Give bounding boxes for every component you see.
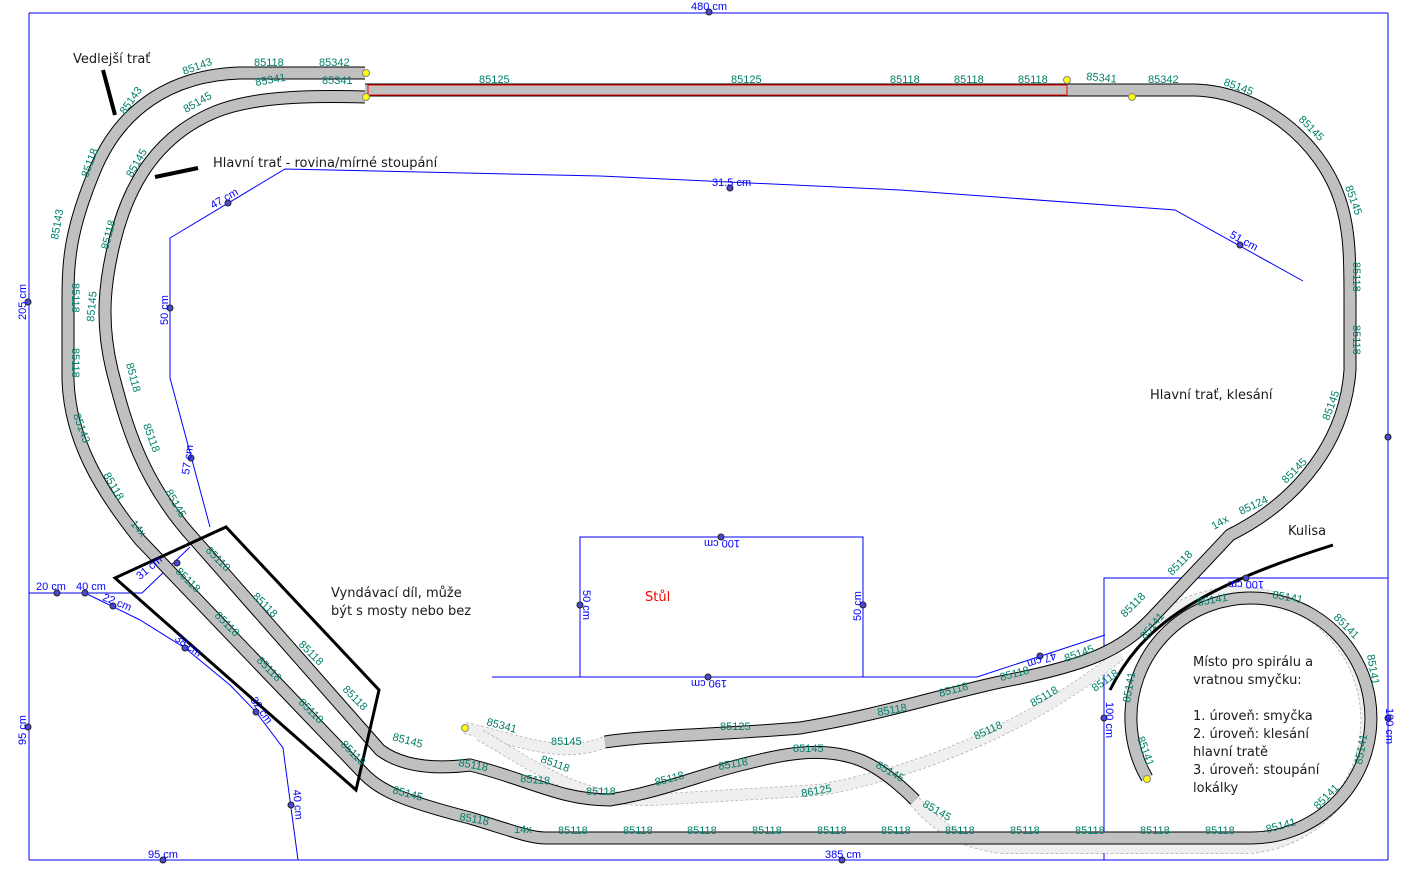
note-spiral-4: hlavní tratě bbox=[1193, 745, 1268, 760]
track-part-label: 85342 bbox=[1148, 74, 1179, 86]
note-spiral-2: 1. úroveň: smyčka bbox=[1193, 709, 1313, 724]
track-part-label: 85118 bbox=[69, 348, 81, 378]
note-spiral-5: 3. úroveň: stoupání bbox=[1193, 763, 1320, 778]
note-removable-1: Vyndávací díl, může bbox=[331, 586, 462, 601]
track-part-label: 85141 bbox=[1196, 592, 1228, 609]
note-main-descent: Hlavní trať, klesání bbox=[1150, 388, 1273, 403]
dim-inner-50: 50 cm bbox=[159, 295, 171, 325]
track-part-label: 85341 bbox=[1086, 71, 1118, 86]
track-part-label: 85118 bbox=[457, 757, 488, 774]
note-side-track: Vedlejší trať bbox=[73, 52, 150, 67]
track-part-label: 85341 bbox=[322, 75, 353, 87]
dim-table-bottom: 190 cm bbox=[691, 677, 727, 689]
track-part-label: 85341 bbox=[254, 72, 286, 89]
dim-bl-22: 22 cm bbox=[101, 592, 133, 614]
dim-left-height: 205 cm bbox=[17, 284, 29, 320]
track-part-label: 85118 bbox=[717, 756, 748, 773]
track-part-label: 85145 bbox=[391, 731, 424, 751]
track-part-label: 85118 bbox=[520, 773, 551, 788]
track-main-line bbox=[98, 83, 1357, 807]
note-main-flat: Hlavní trať - rovina/mírné stoupání bbox=[213, 156, 438, 171]
note-kulisa: Kulisa bbox=[1288, 524, 1326, 539]
note-removable-2: být s mosty nebo bez bbox=[331, 604, 471, 619]
dim-inner-57: 57 cm bbox=[180, 444, 196, 475]
track-part-label: 85118 bbox=[69, 283, 81, 313]
track-part-label: 85118 bbox=[817, 825, 847, 837]
track-part-label: 85118 bbox=[752, 825, 782, 837]
dim-bottom-left: 95 cm bbox=[148, 849, 178, 861]
track-endpoints bbox=[362, 69, 1151, 783]
track-part-label: 85118 bbox=[1140, 825, 1170, 837]
track-part-label: 85118 bbox=[881, 825, 911, 837]
dim-spiral-left: 100 cm bbox=[1103, 702, 1115, 738]
dim-spiral-top: 100 cm bbox=[1228, 578, 1264, 590]
track-part-label: 85141 bbox=[1353, 733, 1370, 765]
dim-table-left: 50 cm bbox=[580, 590, 592, 620]
track-part-label: 85141 bbox=[1121, 671, 1138, 703]
dim-table-top: 100 cm bbox=[704, 537, 740, 549]
dim-bl-38: 38 cm bbox=[172, 633, 203, 660]
dim-left-lower: 95 cm bbox=[17, 715, 29, 745]
track-part-label: 86125 bbox=[800, 783, 832, 800]
dim-bl-40: 40 cm bbox=[76, 581, 106, 593]
track-side-line bbox=[61, 66, 1378, 845]
dim-top-width: 480 cm bbox=[691, 1, 727, 13]
track-part-label: 85118 bbox=[558, 825, 588, 837]
notes: Vedlejší trať Hlavní trať - rovina/mírné… bbox=[73, 52, 1326, 796]
track-part-label: 85118 bbox=[458, 811, 489, 828]
table-label: Stůl bbox=[645, 590, 670, 605]
track-part-label: 85118 bbox=[254, 57, 284, 69]
track-part-label: 85143 bbox=[49, 208, 66, 240]
note-spiral-0: Místo pro spirálu a bbox=[1193, 655, 1313, 670]
track-part-label: 85118 bbox=[1119, 591, 1149, 621]
dim-inner-47: 47 cm bbox=[209, 186, 241, 211]
note-spiral-3: 2. úroveň: klesání bbox=[1193, 727, 1309, 742]
track-part-label: 85125 bbox=[479, 74, 510, 86]
dim-bl-32: 32 cm bbox=[248, 695, 275, 726]
inner-boundary bbox=[29, 168, 1304, 861]
dim-spiral-right: 100 cm bbox=[1383, 708, 1395, 744]
track-part-label: 85118 bbox=[876, 702, 907, 719]
track-part-label: 85342 bbox=[319, 57, 350, 69]
track-part-label: 85118 bbox=[1205, 825, 1235, 837]
track-part-label: 85145 bbox=[85, 291, 100, 323]
track-part-label: 85118 bbox=[1010, 825, 1040, 837]
dim-inner-315: 31.5 cm bbox=[712, 177, 751, 189]
track-part-label: 85125 bbox=[720, 721, 751, 733]
track-part-label: 85118 bbox=[687, 825, 717, 837]
track-part-label: 85141 bbox=[1271, 589, 1303, 606]
dim-inner-51: 51 cm bbox=[1228, 229, 1260, 254]
track-part-label: 85118 bbox=[1018, 74, 1048, 86]
dimension-handles[interactable] bbox=[24, 8, 1392, 864]
track-part-label: 85125 bbox=[731, 74, 762, 86]
track-part-label: 85118 bbox=[954, 74, 984, 86]
track-part-label: 85118 bbox=[623, 825, 653, 837]
dim-bottom-main: 385 cm bbox=[825, 849, 861, 861]
highlighted-straight-section bbox=[367, 84, 1068, 96]
track-part-label: 85118 bbox=[1350, 325, 1362, 355]
note-spiral-1: vratnou smyčku: bbox=[1193, 673, 1302, 688]
note-spiral-6: lokálky bbox=[1193, 781, 1239, 796]
track-part-label: 85118 bbox=[890, 74, 920, 86]
track-part-label: 85118 bbox=[586, 786, 616, 798]
track-part-label: 85118 bbox=[1350, 262, 1362, 292]
dim-bl-40b: 40 cm bbox=[290, 789, 305, 820]
track-part-label: 85145 bbox=[793, 743, 824, 755]
dim-bl-20: 20 cm bbox=[36, 581, 66, 593]
track-part-label: 85118 bbox=[1075, 825, 1105, 837]
track-part-label: 85141 bbox=[1364, 653, 1381, 685]
annotation-lines bbox=[101, 69, 1334, 793]
track-part-label: 85145 bbox=[551, 736, 582, 748]
track-part-label: 85118 bbox=[123, 362, 142, 394]
removable-section-outline bbox=[112, 525, 381, 793]
track-part-label: 85118 bbox=[945, 825, 975, 837]
spiral-area bbox=[1103, 577, 1388, 860]
track-part-label: 14x bbox=[514, 824, 532, 836]
dim-table-right: 50 cm bbox=[852, 591, 864, 621]
